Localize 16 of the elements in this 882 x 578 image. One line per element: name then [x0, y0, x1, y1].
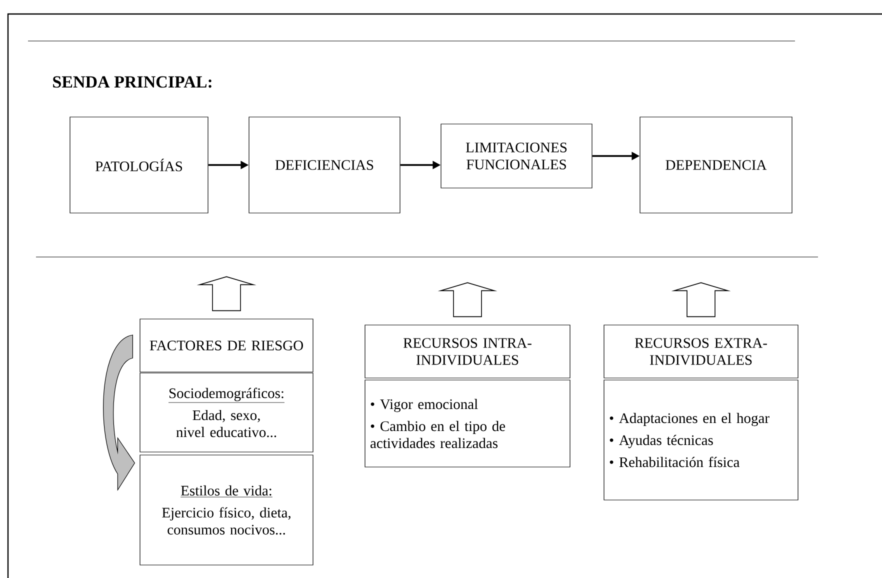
process-box: DEFICIENCIAS	[248, 116, 400, 214]
list-box: • Vigor emocional • Cambio en el tipo de actividades realizadas	[364, 380, 570, 468]
block-arrow	[671, 282, 731, 318]
curved-arrow	[103, 334, 135, 490]
block-arrow	[438, 282, 498, 318]
list-box: Estilos de vida: Ejercicio físico, dieta, consumos nocivos...	[140, 454, 314, 566]
list-box: Sociodemográficos: Edad, sexo, nivel educativo...	[140, 372, 314, 452]
header-box: RECURSOS INTRA-INDIVIDUALES	[364, 324, 570, 378]
title: SENDA PRINCIPAL:	[53, 76, 212, 88]
process-box: PATOLOGÍAS	[70, 116, 208, 214]
process-box: DEPENDENCIA	[640, 116, 792, 214]
header-box: FACTORES DE RIESGO	[140, 318, 314, 372]
list-box: • Adaptaciones en el hogar • Ayudas técnicas • Rehabilitación física	[604, 380, 798, 500]
header-box: RECURSOS EXTRA-INDIVIDUALES	[604, 324, 798, 378]
block-arrow	[196, 276, 256, 312]
process-box: LIMITACIONES FUNCIONALES	[440, 124, 592, 188]
